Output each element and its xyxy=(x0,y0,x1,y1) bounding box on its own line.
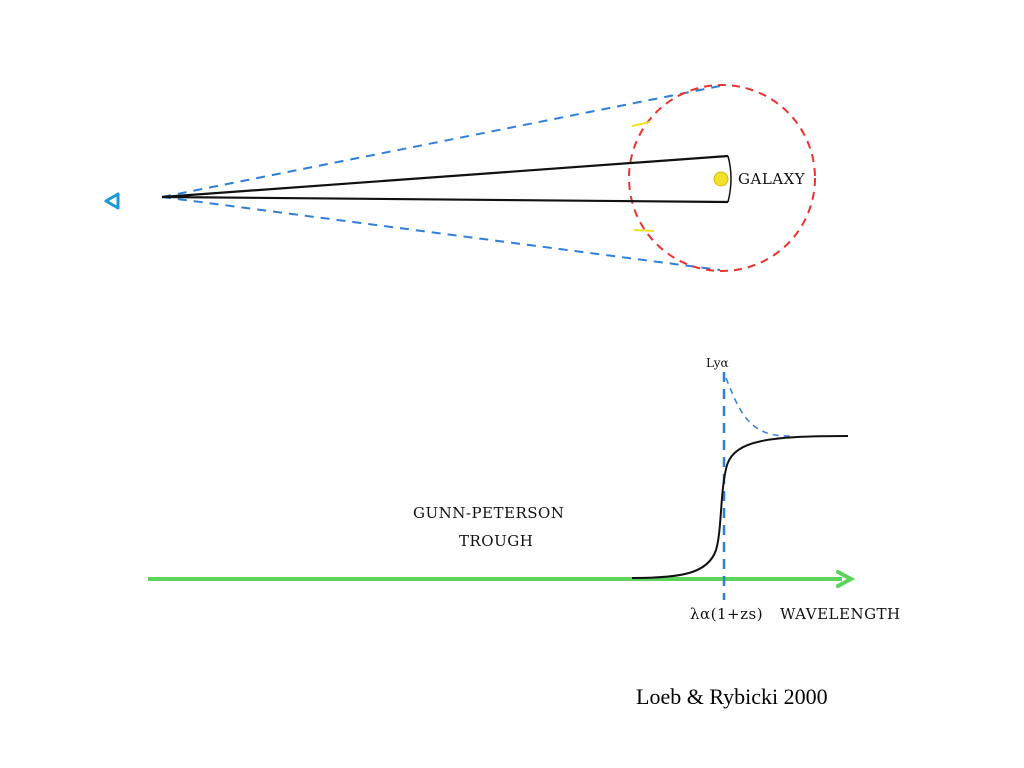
spectrum-panel: Lyα GUNN-PETERSON TROUGH λα(1+zs) WAVELE… xyxy=(148,356,901,623)
photon-arrow-lower xyxy=(633,229,655,232)
trough-label-line1: GUNN-PETERSON xyxy=(413,504,564,522)
galaxy-icon xyxy=(713,171,729,187)
cone-lower-edge xyxy=(161,196,721,271)
galaxy-bracket xyxy=(727,155,732,203)
observed-spectrum-curve xyxy=(631,435,849,579)
axis-label: WAVELENGTH xyxy=(780,605,901,623)
citation-credit: Loeb & Rybicki 2000 xyxy=(636,684,828,709)
unabsorbed-spectrum-curve xyxy=(725,377,791,437)
observer-cone-panel: GALAXY xyxy=(104,84,816,272)
wavelength-axis-arrowhead xyxy=(836,570,856,588)
axis-marker-label: λα(1+zs) xyxy=(690,605,763,623)
photon-arrow-upper xyxy=(631,121,651,127)
observer-icon xyxy=(104,192,120,210)
sightline-wedge xyxy=(161,154,729,204)
line-label: Lyα xyxy=(706,356,729,370)
galaxy-label: GALAXY xyxy=(738,170,806,188)
halo-circle xyxy=(628,84,816,272)
trough-label-line2: TROUGH xyxy=(459,532,533,550)
